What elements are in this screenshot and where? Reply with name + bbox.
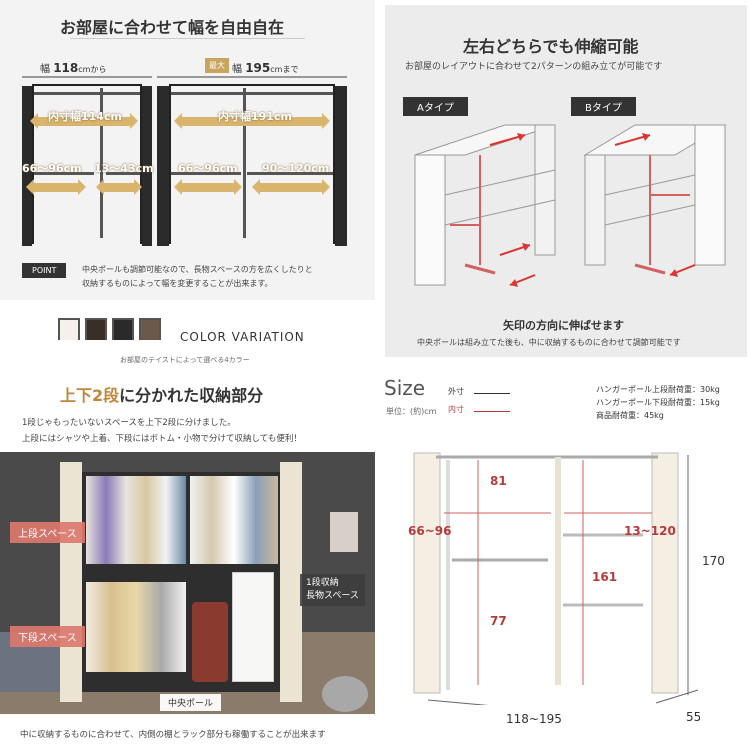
color-swatch xyxy=(112,318,134,340)
range-arrow-left-b xyxy=(96,179,142,195)
legend-outer: 外寸 xyxy=(448,387,464,396)
left-inner-width: 内寸幅114cm xyxy=(48,110,122,123)
type-a-diagram xyxy=(414,124,556,287)
type-a-label: Aタイプ xyxy=(403,97,468,116)
single-tier-label: 1段収納 長物スペース xyxy=(300,574,365,606)
right-width-label: 幅 195cmまで xyxy=(232,61,299,75)
divider xyxy=(70,38,305,39)
two-tier-desc-1: 1段じゃもったいないスペースを上下2段に分けました。 xyxy=(22,418,236,428)
color-variation-title: COLOR VARIATION xyxy=(180,330,305,344)
extend-direction-panel: 左右どちらでも伸縮可能 お部屋のレイアウトに合わせて2パターンの組み立てが可能で… xyxy=(385,5,747,357)
range-arrow-left-a xyxy=(26,179,86,195)
dim-outer-height: 170 xyxy=(702,554,725,568)
upper-space-label: 上段スペース xyxy=(10,522,85,543)
dim-upper-height: 81 xyxy=(490,474,507,488)
two-tier-footer: 中に収納するものに合わせて、内側の棚とラック部分も稼働することが出来ます xyxy=(20,730,326,740)
point-text-line1: 中央ポールも調節可能なので、長物スペースの方を広くしたりと xyxy=(82,265,313,274)
size-diagram xyxy=(413,452,699,705)
right-range-b: 90〜120cm xyxy=(262,162,330,175)
left-width-label: 幅 118cmから xyxy=(40,61,107,75)
max-badge: 最大 xyxy=(205,58,229,73)
load-upper: ハンガーポール上段耐荷重：30kg xyxy=(596,385,720,394)
dim-outer-depth: 55 xyxy=(686,710,702,724)
closet-photo xyxy=(0,452,375,714)
color-swatch xyxy=(58,318,80,340)
extend-note: 中央ポールは組み立てた後も、中に収納するものに合わせて調節可能です xyxy=(417,338,681,347)
dim-lower-height: 77 xyxy=(490,614,507,628)
left-range-b: 13〜43cm xyxy=(94,162,154,175)
right-range-a: 66〜96cm xyxy=(178,162,238,175)
color-swatch xyxy=(139,318,161,340)
point-badge: POINT xyxy=(22,263,67,278)
inner-width-arrow-right xyxy=(174,113,330,129)
color-swatches xyxy=(58,318,168,342)
center-pole-label: 中央ポール xyxy=(160,694,222,711)
lower-space-label: 下段スペース xyxy=(10,626,85,647)
extend-subtitle: お部屋のレイアウトに合わせて2パターンの組み立てが可能です xyxy=(405,62,663,72)
extend-title: 左右どちらでも伸縮可能 xyxy=(463,37,639,56)
size-panel: Size 単位：(約)cm 外寸 内寸 ハンガーポール上段耐荷重：30kg ハン… xyxy=(378,370,750,750)
small-closet-illustration xyxy=(22,76,152,246)
dim-left-width: 66~96 xyxy=(408,524,452,538)
legend-outer-line xyxy=(474,393,510,394)
dim-right-width: 13~120 xyxy=(624,524,676,538)
legend-inner: 内寸 xyxy=(448,405,464,414)
width-panel: お部屋に合わせて幅を自由自在 幅 118cmから 最大 幅 195cmまで 内寸… xyxy=(0,0,375,300)
range-arrow-right-b xyxy=(252,179,330,195)
size-unit: 単位：(約)cm xyxy=(386,407,437,416)
color-variation-subtitle: お部屋のテイストによって選べる4カラー xyxy=(120,356,250,364)
inner-width-arrow-left xyxy=(30,113,138,129)
legend-inner-line xyxy=(474,411,510,412)
left-range-a: 66〜96cm xyxy=(22,162,82,175)
load-lower: ハンガーポール下段耐荷重：15kg xyxy=(596,398,720,407)
point-text-line2: 収納するものによって幅を変更することが出来ます。 xyxy=(82,279,273,288)
color-variation-panel: COLOR VARIATION お部屋のテイストによって選べる4カラー xyxy=(0,308,375,378)
dim-outer-width: 118~195 xyxy=(506,712,562,726)
load-total: 商品耐荷重：45kg xyxy=(596,411,664,420)
size-title: Size xyxy=(384,376,426,400)
color-swatch xyxy=(85,318,107,340)
two-tier-title: 上下2段に分かれた収納部分 xyxy=(60,386,264,405)
type-b-label: Bタイプ xyxy=(571,97,636,116)
dim-inner-height: 161 xyxy=(592,570,618,584)
extend-caption: 矢印の方向に伸ばせます xyxy=(503,319,624,332)
range-arrow-right-a xyxy=(174,179,242,195)
type-b-diagram xyxy=(583,124,727,277)
two-tier-desc-2: 上段にはシャツや上着、下段にはボトム・小物で分けて収納しても便利！ xyxy=(22,434,302,444)
width-title: お部屋に合わせて幅を自由自在 xyxy=(60,18,285,37)
two-tier-panel: 上下2段に分かれた収納部分 1段じゃもったいないスペースを上下2段に分けました。… xyxy=(0,378,375,750)
right-inner-width: 内寸幅191cm xyxy=(218,110,292,123)
large-closet-illustration xyxy=(157,76,347,246)
